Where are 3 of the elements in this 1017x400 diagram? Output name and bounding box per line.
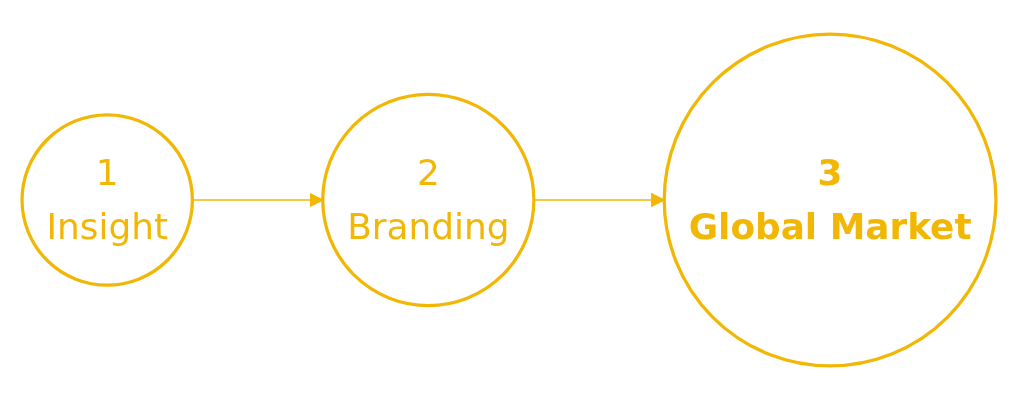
node-circle: 1 Insight [19,113,194,287]
node-circle: 2 Branding [320,92,535,308]
node-circle: 3 Global Market [662,32,998,368]
